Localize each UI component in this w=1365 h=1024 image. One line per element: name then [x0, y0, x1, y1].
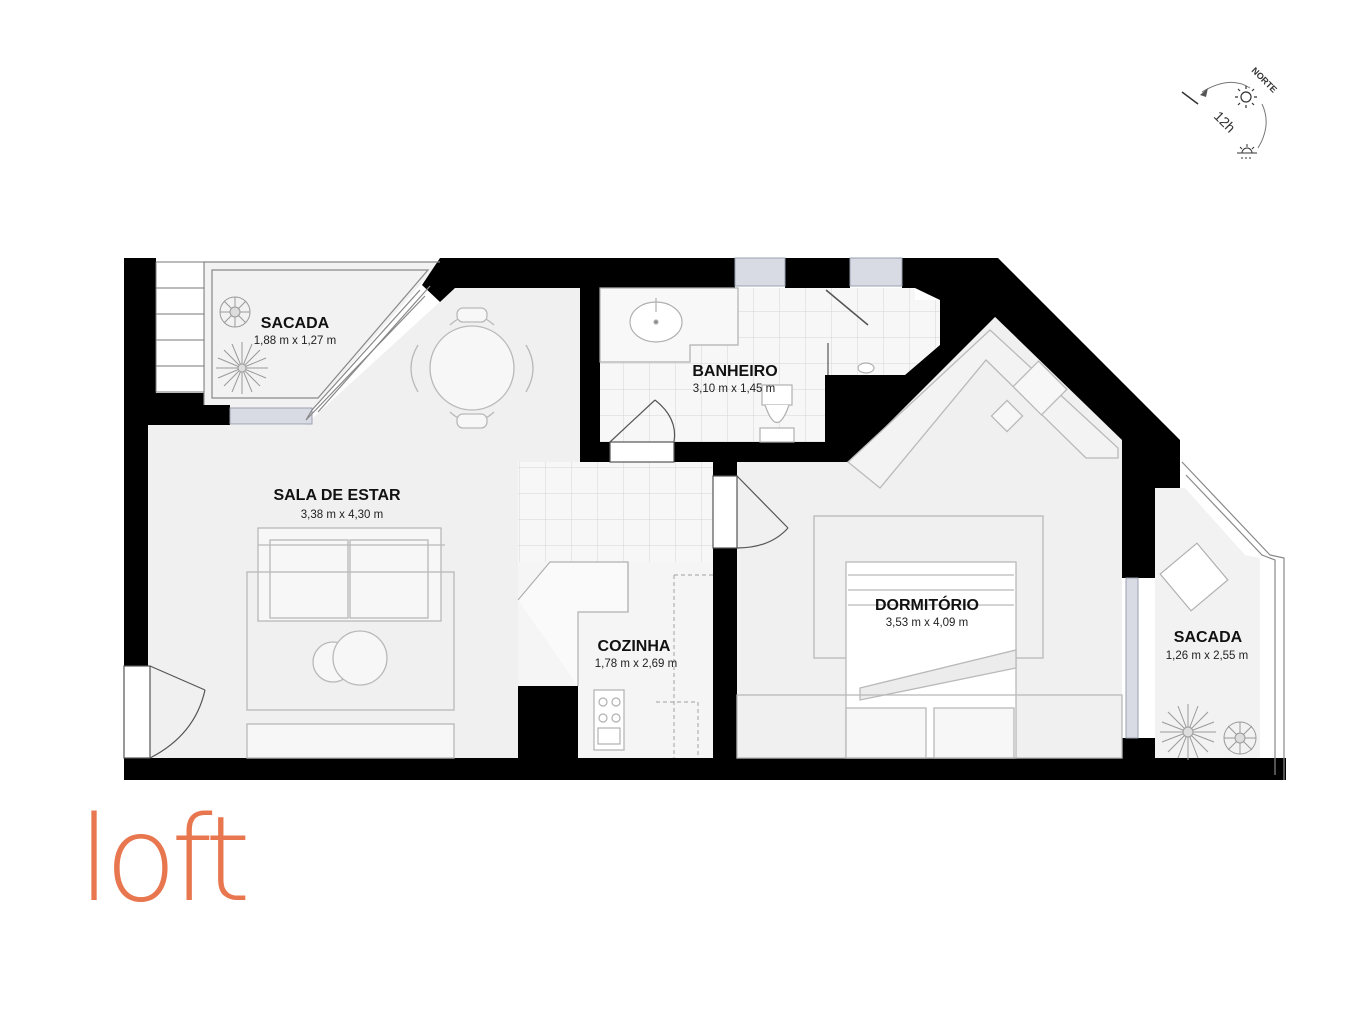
- walls: [124, 258, 1286, 780]
- compass-noon-label: 12h: [1211, 108, 1239, 136]
- sun-icon: [1237, 144, 1257, 159]
- stairs: [155, 261, 205, 393]
- sacada-1-name: SACADA: [261, 315, 330, 332]
- sala-name: SALA DE ESTAR: [273, 487, 401, 504]
- plant-icon: [216, 296, 1257, 760]
- floors: [148, 262, 1260, 765]
- sala-dims: 3,38 m x 4,30 m: [301, 509, 383, 521]
- sacada-1-dims: 1,88 m x 1,27 m: [254, 335, 336, 347]
- bath-fixtures: [599, 287, 875, 443]
- balcony-railing-2: [1181, 461, 1285, 780]
- dormitorio-dims: 3,53 m x 4,09 m: [886, 617, 968, 629]
- dormitorio-name: DORMITÓRIO: [875, 595, 979, 614]
- cozinha-dims: 1,78 m x 2,69 m: [595, 658, 677, 670]
- dorm-door: [712, 475, 789, 549]
- banheiro-name: BANHEIRO: [692, 363, 777, 380]
- sacada-2-dims: 1,26 m x 2,55 m: [1166, 650, 1248, 662]
- kitchen-fixtures: [517, 561, 713, 758]
- living-door: [123, 665, 206, 759]
- compass-north-label: NORTE: [1250, 65, 1279, 94]
- windows: [229, 257, 1139, 739]
- bedroom-furniture: [736, 329, 1123, 759]
- bath-door: [609, 399, 676, 463]
- balcony-furniture: [1159, 542, 1229, 612]
- living-furniture: [246, 307, 534, 759]
- banheiro-dims: 3,10 m x 1,45 m: [693, 383, 775, 395]
- balcony-railing-1: [203, 261, 440, 421]
- compass: NORTE 12h: [1181, 65, 1279, 159]
- sun-icon: [1235, 86, 1257, 108]
- sacada-2-name: SACADA: [1174, 629, 1243, 646]
- loft-logo: loft: [78, 790, 251, 928]
- cozinha-name: COZINHA: [598, 638, 671, 655]
- room-labels: SACADA 1,88 m x 1,27 m SALA DE ESTAR 3,3…: [254, 315, 1248, 670]
